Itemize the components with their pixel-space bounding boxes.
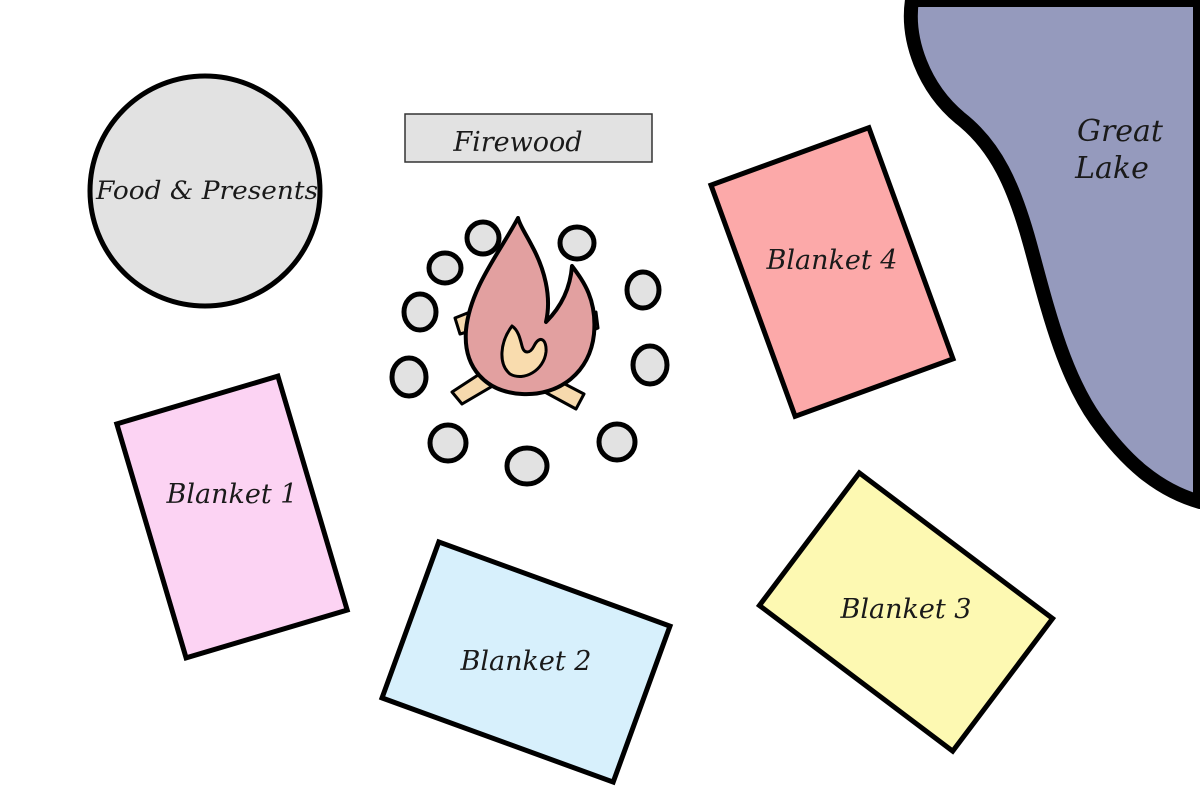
flame-icon [463, 216, 597, 397]
food-presents-label: Food & Presents [95, 176, 318, 205]
blanket-2-label: Blanket 2 [460, 646, 592, 677]
lake-label-line2: Lake [1074, 151, 1149, 186]
blanket-3-label: Blanket 3 [840, 594, 972, 625]
campfire [389, 216, 670, 487]
blanket-4-label: Blanket 4 [766, 245, 898, 276]
blanket-3: Blanket 3 [755, 469, 1057, 755]
stone [426, 250, 464, 286]
firewood-box [404, 113, 653, 163]
lake-shape [903, 0, 1200, 509]
blanket-1-rect [113, 373, 351, 661]
great-lake: Great Lake [903, 0, 1200, 509]
blanket-4-rect [707, 124, 957, 420]
firewood-area: Firewood [404, 113, 653, 163]
stone [624, 269, 662, 311]
stone [401, 291, 439, 333]
stone [596, 421, 638, 463]
fire-stones [389, 219, 670, 487]
food-presents-area: Food & Presents [87, 73, 323, 309]
lake-label-line1: Great [1077, 114, 1164, 149]
stone [427, 422, 469, 464]
stone [630, 343, 670, 387]
firewood-label: Firewood [452, 127, 582, 158]
stone [389, 355, 429, 399]
food-circle [87, 73, 323, 309]
blanket-2-rect [378, 538, 674, 786]
blanket-1-label: Blanket 1 [166, 479, 298, 510]
blanket-4: Blanket 4 [707, 124, 957, 420]
stone [464, 219, 502, 257]
blanket-3-rect [755, 469, 1057, 755]
stone [557, 224, 597, 262]
blanket-1: Blanket 1 [113, 373, 351, 661]
blanket-2: Blanket 2 [378, 538, 674, 786]
flame-core [500, 324, 548, 378]
stone [504, 445, 550, 487]
